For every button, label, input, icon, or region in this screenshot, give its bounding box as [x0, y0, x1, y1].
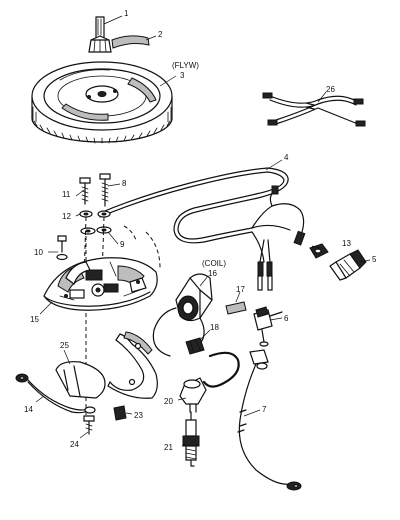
leader-lines [35, 15, 371, 447]
part-25-bracket [55, 331, 158, 399]
part-8-screw [99, 173, 111, 207]
callout-labels: 1 2 (FLYW) 3 4 5 6 7 8 9 10 11 12 13 14 … [24, 9, 377, 452]
callout-9: 9 [120, 240, 125, 249]
part-20-spark-plug-boot [179, 351, 240, 413]
callout-10: 10 [34, 248, 43, 257]
part-14-lead-wire [15, 373, 96, 414]
callout-13: 13 [342, 239, 351, 248]
part-1-crankshaft-nut [88, 16, 112, 53]
part-15-stator-plate [43, 257, 158, 311]
callout-17: 17 [236, 285, 245, 294]
part-17-clip [225, 301, 247, 315]
callout-12: 12 [62, 212, 71, 221]
part-13-nut [309, 243, 329, 259]
callout-23: 23 [134, 411, 143, 420]
callout-16: 16 [208, 269, 217, 278]
callout-coil: (COIL) [202, 259, 226, 268]
callout-7: 7 [262, 405, 267, 414]
callout-25: 25 [60, 341, 69, 350]
callout-26: 26 [326, 85, 335, 94]
callout-6: 6 [284, 314, 289, 323]
part-6-condenser [253, 306, 283, 347]
callout-flyw: (FLYW) [172, 61, 199, 70]
part-4-stator-lead [99, 167, 306, 291]
callout-11: 11 [62, 190, 71, 199]
part-26-wire-harness [262, 92, 366, 127]
part-10-screw [56, 235, 68, 261]
callout-8: 8 [122, 179, 127, 188]
part-3-flywheel [31, 61, 173, 144]
callout-4: 4 [284, 153, 289, 162]
part-5-switch [329, 249, 367, 281]
callout-2: 2 [158, 30, 163, 39]
callout-5: 5 [372, 255, 377, 264]
part-11-screw [79, 177, 91, 205]
callout-20: 20 [164, 397, 173, 406]
part-23-spacer [113, 405, 127, 421]
callout-3: 3 [180, 71, 185, 80]
part-12-washer [79, 210, 111, 218]
callout-14: 14 [24, 405, 33, 414]
part-16-ignition-coil [152, 273, 213, 357]
callout-21: 21 [164, 443, 173, 452]
part-9-washer [80, 226, 112, 235]
callout-18: 18 [210, 323, 219, 332]
part-24-screw [83, 415, 95, 435]
callout-15: 15 [30, 315, 39, 324]
callout-1: 1 [124, 9, 129, 18]
part-2-flywheel-key [111, 35, 150, 49]
part-18-grommet [185, 337, 205, 355]
callout-24: 24 [70, 440, 79, 449]
part-7-ground-lead [237, 349, 302, 491]
part-21-spark-plug [182, 411, 200, 467]
